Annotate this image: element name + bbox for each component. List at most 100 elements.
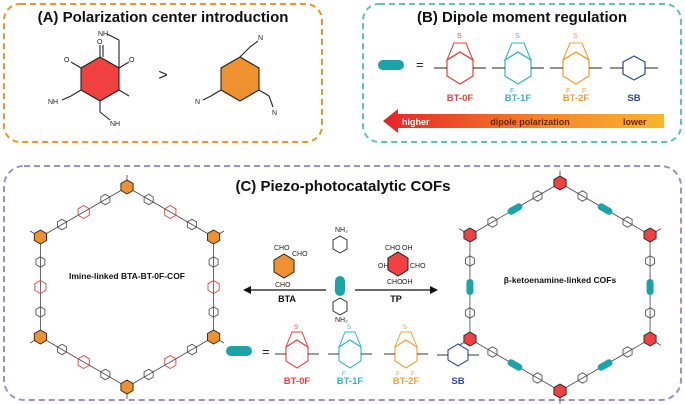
framework-phenyl-ring <box>487 216 498 228</box>
framework-phenyl-ring <box>622 216 633 228</box>
framework-phenyl-ring <box>100 368 111 381</box>
framework-phenyl-ring <box>622 346 633 358</box>
framework-node-ring <box>33 229 47 245</box>
framework-bt-unit <box>34 279 47 295</box>
svg-text:NH₂: NH₂ <box>335 317 348 324</box>
label-bt-1f: BT-1F <box>505 93 532 104</box>
svg-text:NH: NH <box>48 99 58 106</box>
svg-text:NH: NH <box>110 121 120 128</box>
svg-text:N: N <box>195 99 200 106</box>
linker-placeholder-pill <box>378 60 404 70</box>
label-sb: SB <box>627 93 640 104</box>
reagent-tp-label: TP <box>390 294 402 304</box>
label-bt-2f: BT-2F <box>563 93 590 104</box>
framework-phenyl-ring <box>208 306 219 318</box>
equals-symbol: = <box>416 57 424 72</box>
legend-bt-2f: S F F <box>384 325 428 378</box>
legend-equals: = <box>262 344 270 359</box>
svg-text:S: S <box>403 325 407 331</box>
framework-phenyl-ring <box>186 343 197 356</box>
framework-linker-pill <box>507 203 523 215</box>
framework-node-ring <box>463 331 477 347</box>
bt-2f-structure: S F F <box>550 33 602 95</box>
framework-node-ring <box>553 175 567 191</box>
benzene-ring-molecule: N N N <box>195 35 277 117</box>
svg-text:F: F <box>396 372 400 378</box>
panel-a-title: (A) Polarization center introduction <box>38 9 289 26</box>
arrow-to-ketoenamine-head <box>430 286 438 294</box>
arrow-to-imine-head <box>243 286 251 294</box>
framework-phenyl-ring <box>57 343 68 356</box>
framework-linker-pill <box>646 279 654 295</box>
svg-text:CHO: CHO <box>274 245 290 252</box>
framework-linker-pill <box>507 359 523 371</box>
svg-text:F: F <box>510 88 514 95</box>
diamine-linker: NH₂ NH₂ <box>332 227 348 324</box>
framework-phenyl-ring <box>143 368 154 381</box>
framework-bt-unit <box>77 354 90 370</box>
svg-text:OH: OH <box>402 279 413 286</box>
panel-b-title: (B) Dipole moment regulation <box>417 9 627 26</box>
framework-bond <box>126 336 214 388</box>
panel-b-frame <box>362 3 682 143</box>
ketoenamine-cof-framework <box>458 170 662 404</box>
framework-node-ring <box>463 227 477 243</box>
bt-1f-structure: S F <box>492 33 544 95</box>
svg-text:CHO: CHO <box>387 279 403 286</box>
framework-phenyl-ring <box>532 190 543 202</box>
framework-node-ring <box>120 179 134 195</box>
legend-label-bt-2f: BT-2F <box>393 376 420 387</box>
svg-text:NH: NH <box>98 31 108 38</box>
framework-node-ring <box>33 329 47 345</box>
framework-linker-pill <box>466 279 474 295</box>
left-cof-label: Imine-linked BTA-BT-0F-COF <box>69 271 185 281</box>
framework-phenyl-ring <box>100 193 111 206</box>
arrow-label-lower: lower <box>623 117 647 127</box>
framework-phenyl-ring <box>532 372 543 384</box>
label-bt-0f: BT-0F <box>447 93 474 104</box>
framework-bt-unit <box>164 354 177 370</box>
bt-0f-structure: S <box>434 33 486 85</box>
svg-text:S: S <box>573 33 578 40</box>
legend-sb <box>437 343 479 367</box>
framework-phenyl-ring <box>143 193 154 206</box>
panel-c-frame <box>3 165 682 401</box>
framework-node-ring <box>207 329 221 345</box>
framework-bt-unit <box>164 204 177 220</box>
framework-bt-unit <box>207 279 220 295</box>
svg-text:CHO: CHO <box>410 263 426 270</box>
imine-cof-framework <box>29 175 225 399</box>
framework-phenyl-ring <box>645 307 656 319</box>
svg-text:N: N <box>272 110 277 117</box>
arrow-label-middle: dipole polarization <box>490 117 570 127</box>
svg-text:F: F <box>342 372 346 378</box>
legend-label-bt-1f: BT-1F <box>337 376 364 387</box>
framework-bond <box>40 336 128 388</box>
framework-node-ring <box>553 383 567 399</box>
svg-text:N: N <box>258 35 263 42</box>
svg-text:CHO: CHO <box>292 251 308 258</box>
bta-monomer: CHO CHO CHO <box>273 245 308 289</box>
svg-text:OH: OH <box>378 263 389 270</box>
tp-monomer: CHO OH OH CHO CHO OH <box>378 245 426 286</box>
legend-label-bt-0f: BT-0F <box>284 376 311 387</box>
svg-text:CHO: CHO <box>385 245 401 252</box>
sb-structure <box>610 55 658 81</box>
framework-phenyl-ring <box>186 218 197 231</box>
panel-a-frame <box>3 3 323 143</box>
framework-phenyl-ring <box>645 255 656 267</box>
svg-text:CHO: CHO <box>275 282 291 289</box>
svg-text:S: S <box>347 325 351 331</box>
framework-node-ring <box>643 331 657 347</box>
svg-text:NH₂: NH₂ <box>335 227 348 234</box>
svg-text:O: O <box>129 57 135 64</box>
keto-ring-molecule: O O O NH NH NH <box>48 31 135 128</box>
reagent-bta-label: BTA <box>278 294 296 304</box>
framework-phenyl-ring <box>577 372 588 384</box>
framework-bond <box>126 186 214 238</box>
framework-linker-pill <box>597 203 613 215</box>
framework-linker-pill <box>597 359 613 371</box>
svg-text:S: S <box>515 33 520 40</box>
framework-phenyl-ring <box>35 306 46 318</box>
